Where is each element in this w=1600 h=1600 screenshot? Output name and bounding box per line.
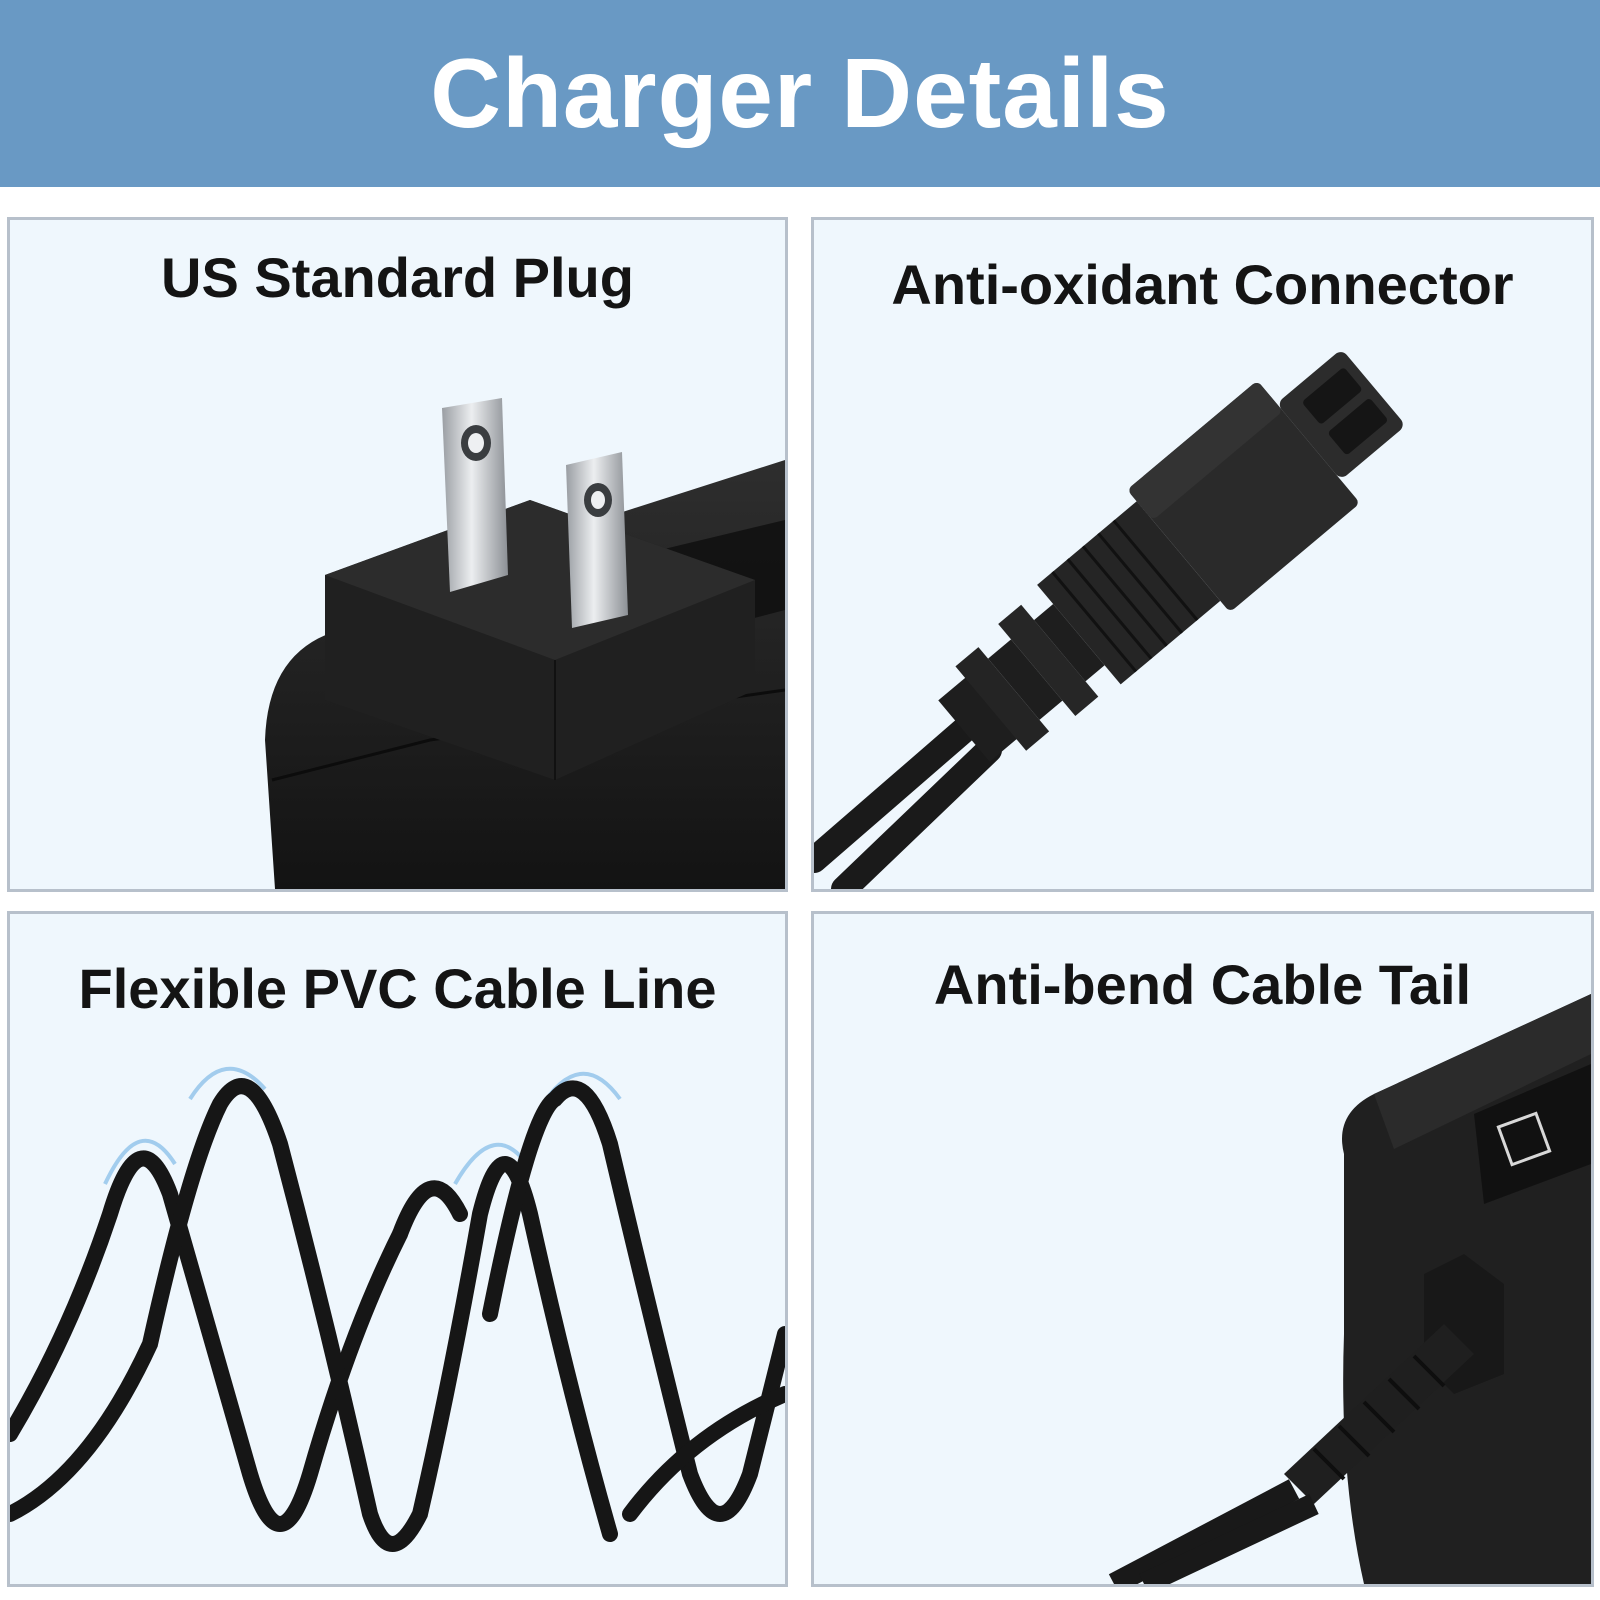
cable-coil: [10, 1078, 785, 1552]
panel-label: US Standard Plug: [161, 246, 634, 309]
panel-label: Anti-bend Cable Tail: [933, 953, 1472, 1016]
connector-housing: [938, 352, 1403, 762]
panel-anti-oxidant-connector: Anti-oxidant Connector: [811, 217, 1594, 892]
panel-label: Anti-oxidant Connector: [891, 253, 1514, 316]
coiled-cable-image: [10, 1066, 785, 1552]
panel-us-standard-plug: US Standard Plug: [7, 217, 788, 892]
panel-label: Flexible PVC Cable Line: [78, 957, 717, 1020]
plug-prongs: [442, 398, 628, 628]
us-plug-image: [265, 398, 785, 889]
page-title: Charger Details: [430, 38, 1170, 148]
panel-anti-bend-cable-tail: Anti-bend Cable Tail: [811, 911, 1594, 1587]
panel-flexible-pvc-cable: Flexible PVC Cable Line: [7, 911, 788, 1587]
cable-tail-image: [1108, 994, 1591, 1584]
connector-image: [814, 352, 1403, 889]
title-banner: Charger Details: [0, 0, 1600, 187]
strain-relief: [1284, 1324, 1474, 1504]
